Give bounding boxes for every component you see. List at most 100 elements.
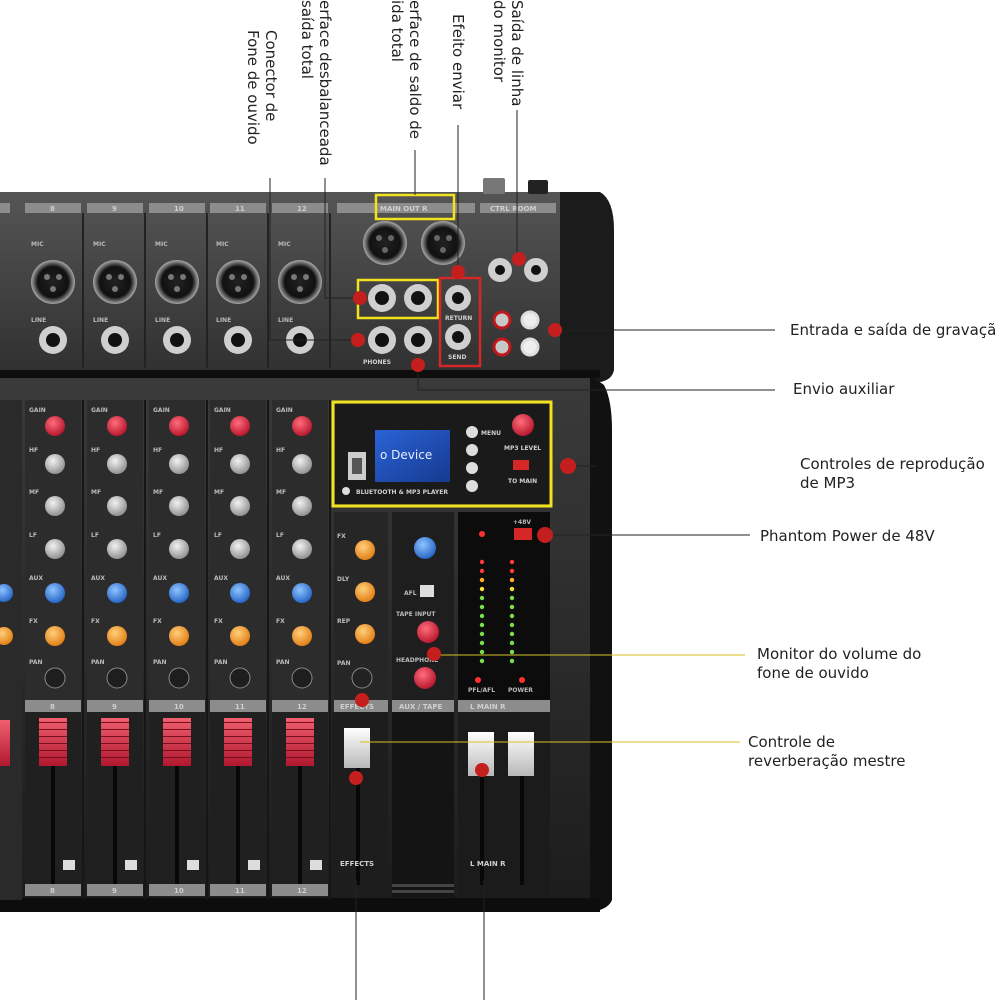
- eq-knob-11[interactable]: [230, 454, 250, 474]
- mp3-menu-label: MENU: [481, 430, 501, 437]
- channel-fader-11[interactable]: [224, 718, 252, 766]
- xlr-input-12[interactable]: [278, 260, 322, 304]
- fader-grip: [286, 743, 314, 744]
- meter-led-left: [479, 613, 485, 619]
- effects-pan-knob[interactable]: [351, 667, 373, 689]
- meter-led-left: [479, 658, 485, 664]
- rca-out-right[interactable]: [520, 337, 540, 357]
- aux-knob-11[interactable]: [230, 583, 250, 603]
- eq-knob-9[interactable]: [107, 539, 127, 559]
- pan-knob-12[interactable]: [291, 667, 313, 689]
- pfl-button-12[interactable]: [310, 860, 322, 870]
- aux-knob-12[interactable]: [292, 583, 312, 603]
- pfl-button-8[interactable]: [63, 860, 75, 870]
- rca-in-left[interactable]: [492, 310, 512, 330]
- mp3-level-knob[interactable]: [512, 414, 534, 436]
- aux-knob-8[interactable]: [45, 583, 65, 603]
- pfl-button-9[interactable]: [125, 860, 137, 870]
- aux-knob-9[interactable]: [107, 583, 127, 603]
- xlr-pin: [50, 286, 56, 292]
- fx-knob-8[interactable]: [45, 626, 65, 646]
- xlr-input-11[interactable]: [216, 260, 260, 304]
- channel-fader-prev[interactable]: [0, 720, 10, 766]
- gain-label: GAIN: [29, 407, 46, 414]
- callout-record-io: Entrada e saída de gravaçã: [790, 321, 996, 340]
- rca-out-left[interactable]: [492, 337, 512, 357]
- mp3-prev-button[interactable]: [466, 444, 478, 456]
- eq-knob-9[interactable]: [107, 454, 127, 474]
- effects-rep-knob[interactable]: [355, 624, 375, 644]
- channel-fader-12[interactable]: [286, 718, 314, 766]
- main-bottom-label: L MAIN R: [470, 860, 506, 868]
- meter-led-left: [479, 631, 485, 637]
- eq-knob-10[interactable]: [169, 454, 189, 474]
- eq-knob-11[interactable]: [230, 496, 250, 516]
- xlr-input-8[interactable]: [31, 260, 75, 304]
- pan-label: PAN: [214, 659, 228, 666]
- eq-knob-12[interactable]: [292, 454, 312, 474]
- tape-input-knob[interactable]: [417, 621, 439, 643]
- fx-knob-12[interactable]: [292, 626, 312, 646]
- headphone-volume-knob[interactable]: [414, 667, 436, 689]
- pan-knob-9[interactable]: [106, 667, 128, 689]
- rear-divider: [329, 213, 331, 368]
- pfl-label: PFL/AFL: [468, 687, 495, 694]
- xlr-input-10[interactable]: [155, 260, 199, 304]
- fader-grip: [163, 729, 191, 730]
- mp3-menu-button[interactable]: [466, 426, 478, 438]
- effects-dly-knob[interactable]: [355, 582, 375, 602]
- main-out-right-xlr[interactable]: [421, 221, 465, 265]
- line-input-hole: [170, 333, 184, 347]
- fx-label: FX: [276, 618, 285, 625]
- to-main-button[interactable]: [513, 460, 529, 470]
- gain-knob-8[interactable]: [45, 416, 65, 436]
- effects-master-fader[interactable]: [344, 728, 370, 768]
- aux-label: AUX: [91, 575, 105, 582]
- phantom-power-switch[interactable]: [514, 528, 532, 540]
- eq-knob-11[interactable]: [230, 539, 250, 559]
- eq-knob-12[interactable]: [292, 539, 312, 559]
- fx-knob-9[interactable]: [107, 626, 127, 646]
- main-right-fader[interactable]: [508, 732, 534, 776]
- effects-fx-knob[interactable]: [355, 540, 375, 560]
- xlr-pin: [229, 274, 235, 280]
- gain-knob-9[interactable]: [107, 416, 127, 436]
- main-out-left-xlr[interactable]: [363, 221, 407, 265]
- eq-knob-12[interactable]: [292, 496, 312, 516]
- fader-grip: [163, 722, 191, 723]
- pfl-button-11[interactable]: [248, 860, 260, 870]
- pan-knob-10[interactable]: [168, 667, 190, 689]
- fx-knob-11[interactable]: [230, 626, 250, 646]
- line-input-hole: [231, 333, 245, 347]
- channel-fader-8[interactable]: [39, 718, 67, 766]
- eq-knob-9[interactable]: [107, 496, 127, 516]
- pfl-button-10[interactable]: [187, 860, 199, 870]
- fx-knob-10[interactable]: [169, 626, 189, 646]
- pan-knob-11[interactable]: [229, 667, 251, 689]
- eq-knob-8[interactable]: [45, 496, 65, 516]
- pan-knob-8[interactable]: [44, 667, 66, 689]
- mp3-next-button[interactable]: [466, 462, 478, 474]
- aux-knob-prev[interactable]: [0, 584, 13, 602]
- fx-knob-prev[interactable]: [0, 627, 13, 645]
- afl-button[interactable]: [420, 585, 434, 597]
- strip-divider: [206, 400, 208, 900]
- eq-knob-10[interactable]: [169, 539, 189, 559]
- eq-knob-8[interactable]: [45, 454, 65, 474]
- eq-knob-8[interactable]: [45, 539, 65, 559]
- fader-grip: [286, 729, 314, 730]
- aux-knob-10[interactable]: [169, 583, 189, 603]
- callout-mp3-controls-line1: Controles de reprodução: [800, 455, 985, 473]
- gain-knob-11[interactable]: [230, 416, 250, 436]
- fader-grip: [101, 736, 129, 737]
- xlr-input-9[interactable]: [93, 260, 137, 304]
- eq-knob-10[interactable]: [169, 496, 189, 516]
- mp3-play-button[interactable]: [466, 480, 478, 492]
- fader-track: [236, 745, 240, 885]
- gain-knob-10[interactable]: [169, 416, 189, 436]
- aux-master-knob[interactable]: [414, 537, 436, 559]
- gain-knob-12[interactable]: [292, 416, 312, 436]
- channel-fader-9[interactable]: [101, 718, 129, 766]
- channel-fader-10[interactable]: [163, 718, 191, 766]
- rca-in-right[interactable]: [520, 310, 540, 330]
